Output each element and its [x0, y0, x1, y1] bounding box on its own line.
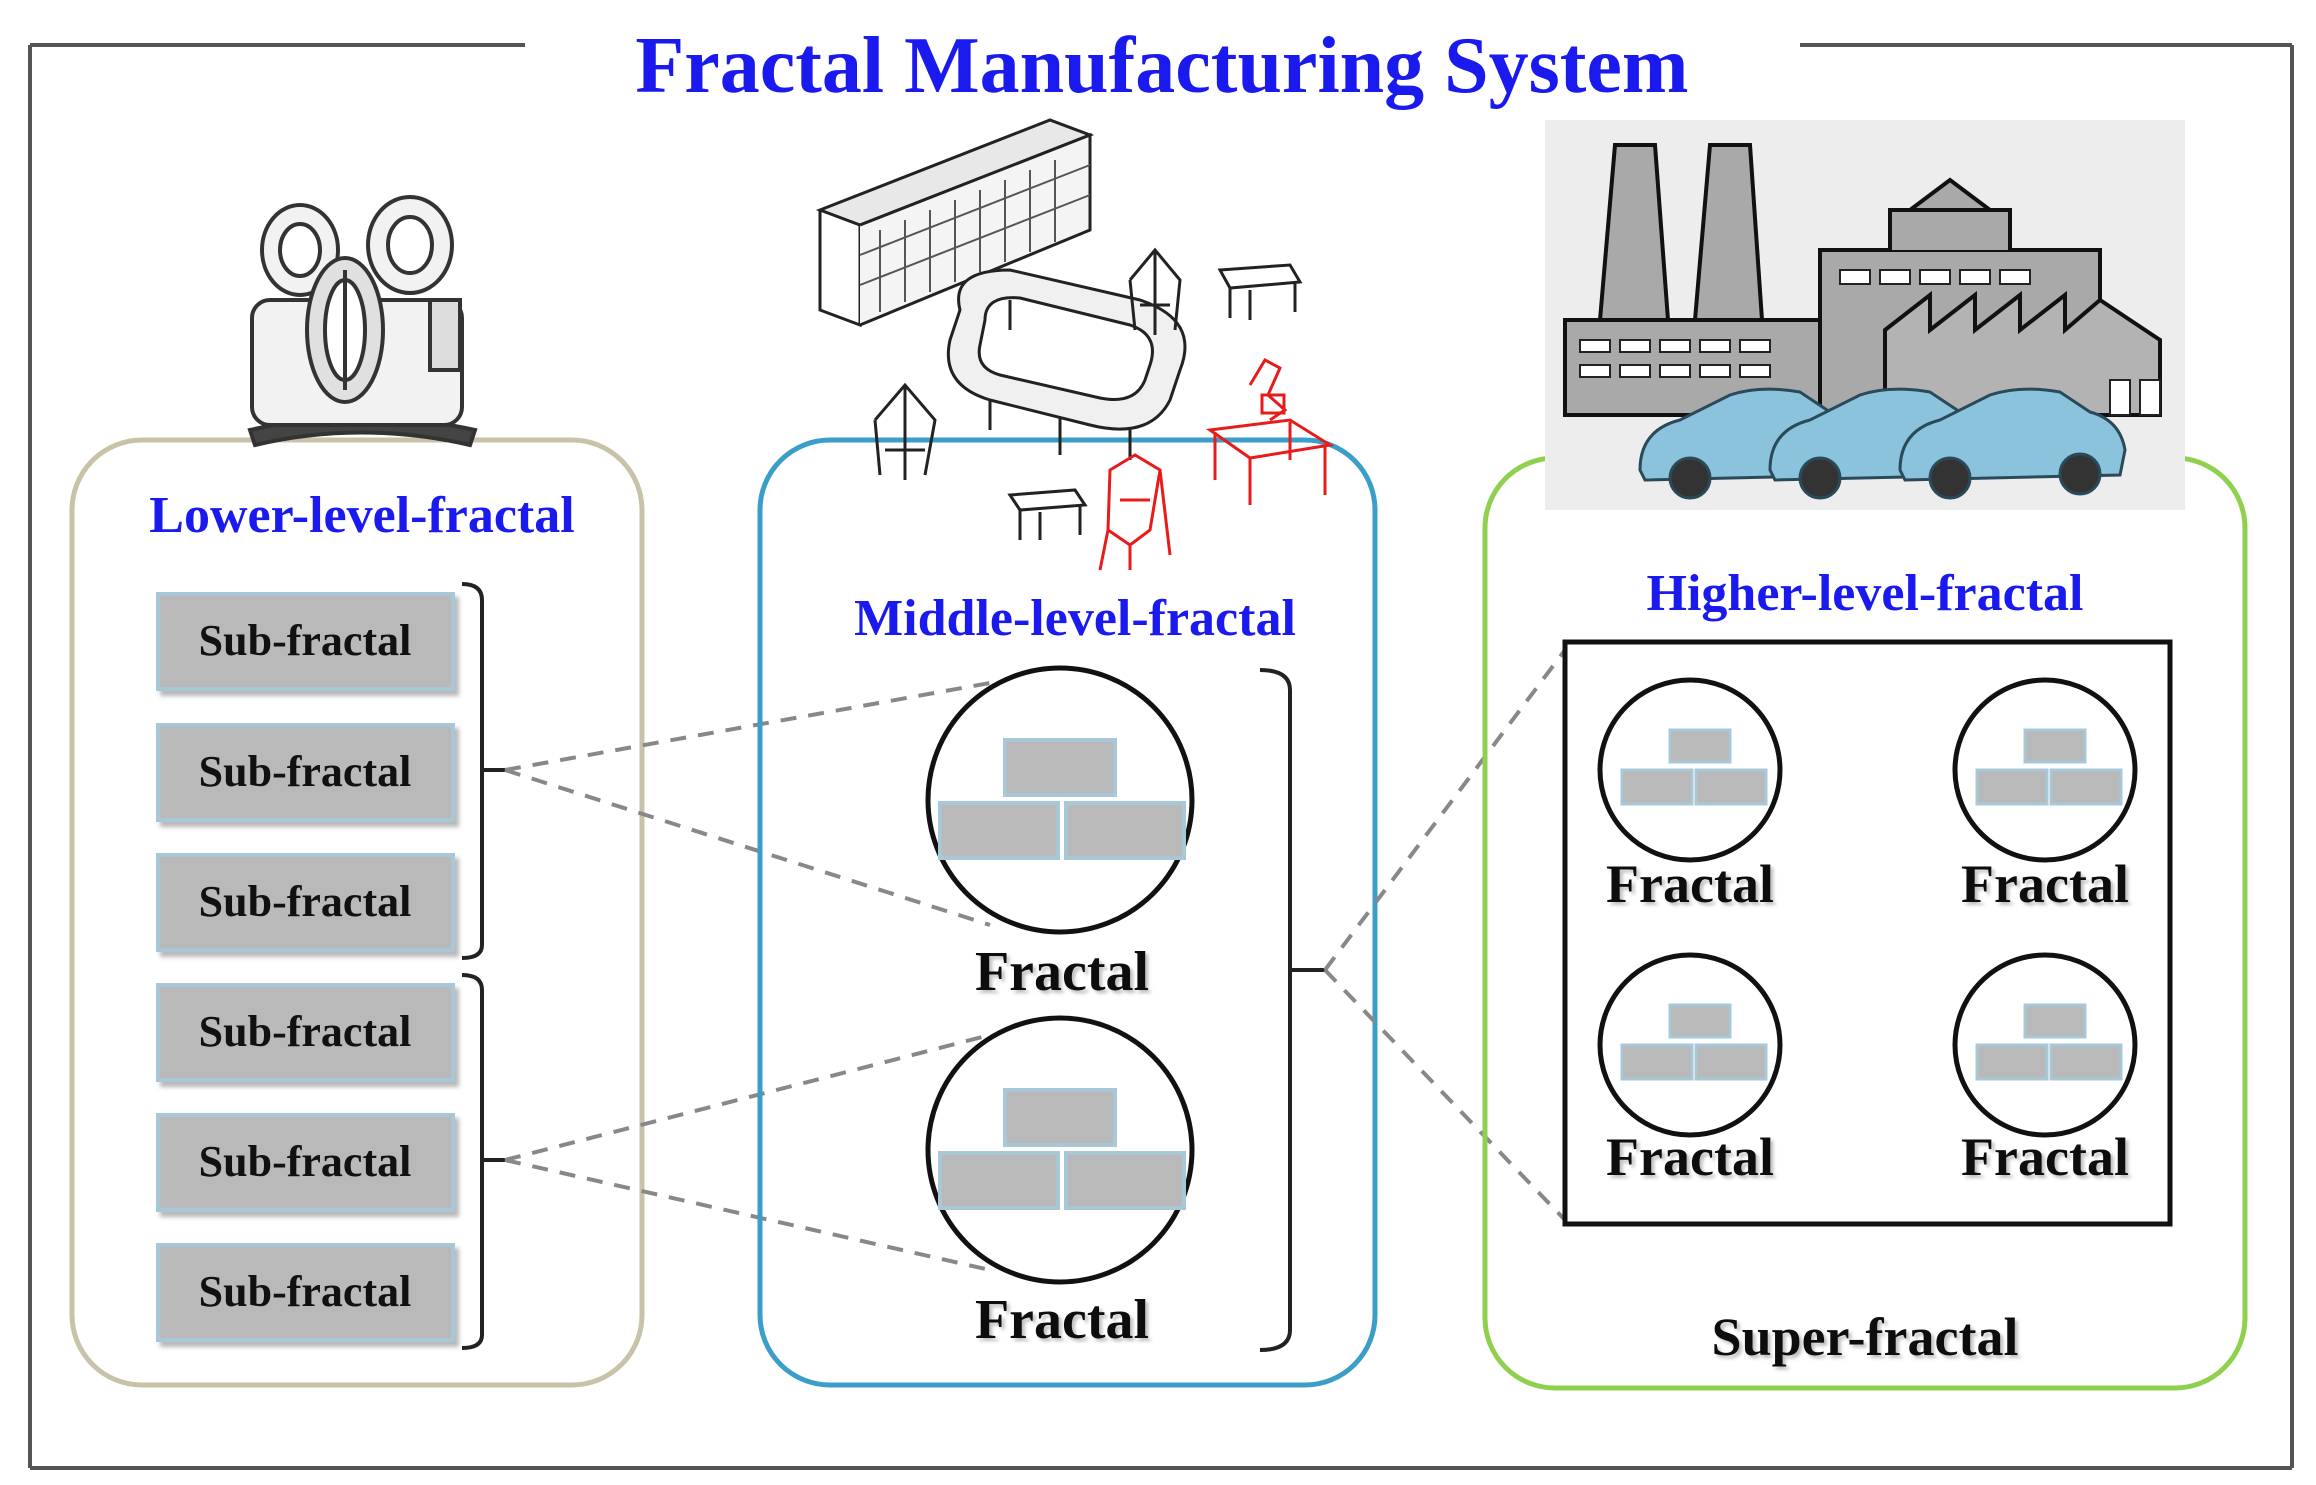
middle-fractal-label: Fractal — [975, 941, 1149, 1003]
middle-fractal-2: Fractal — [925, 1015, 1195, 1351]
sub-fractal-box: Sub-fractal — [156, 1113, 455, 1212]
sub-fractal-box: Sub-fractal — [156, 983, 455, 1082]
super-fractal-box — [1562, 639, 2173, 1227]
sub-fractal-box: Sub-fractal — [156, 723, 455, 822]
higher-fractal-label: Fractal — [1961, 854, 2129, 914]
middle-fractal-1: Fractal — [925, 665, 1195, 1003]
higher-fractal-3: Fractal — [1597, 952, 1783, 1187]
lower-bracket-top — [461, 582, 505, 960]
middle-fractal-label: Fractal — [975, 1289, 1149, 1351]
super-fractal-label: Super-fractal — [1712, 1307, 2019, 1367]
higher-fractal-label: Fractal — [1606, 1127, 1774, 1187]
sub-fractal-box: Sub-fractal — [156, 1243, 455, 1342]
higher-fractal-label: Fractal — [1606, 854, 1774, 914]
higher-fractal-4: Fractal — [1952, 952, 2138, 1187]
higher-fractal-1: Fractal — [1597, 677, 1783, 914]
middle-to-higher-connectors — [1323, 648, 1567, 1222]
robot-cell-icon — [1098, 358, 1335, 571]
higher-level-label: Higher-level-fractal — [1647, 565, 2084, 622]
higher-fractal-2: Fractal — [1952, 677, 2138, 914]
sub-fractal-label: Sub-fractal — [199, 747, 412, 796]
diagram-title: Fractal Manufacturing System — [635, 22, 1688, 110]
middle-level-label: Middle-level-fractal — [854, 590, 1296, 647]
outer-frame — [28, 43, 2294, 1470]
lower-level-label: Lower-level-fractal — [149, 487, 574, 544]
middle-bracket — [1259, 668, 1325, 1352]
middle-level-panel — [757, 437, 1378, 1388]
factory-icon — [1545, 120, 2185, 510]
sub-fractal-label: Sub-fractal — [199, 616, 412, 665]
higher-fractal-label: Fractal — [1961, 1127, 2129, 1187]
sub-fractal-box: Sub-fractal — [156, 853, 455, 952]
sub-fractal-box: Sub-fractal — [156, 592, 455, 691]
production-line-icon — [815, 118, 1303, 540]
sub-fractal-label: Sub-fractal — [199, 1007, 412, 1056]
sub-fractal-label: Sub-fractal — [199, 1267, 412, 1316]
sub-fractal-list: Sub-fractal Sub-fractal Sub-fractal Sub-… — [156, 592, 455, 1342]
machine-tool-icon — [247, 195, 478, 448]
sub-fractal-label: Sub-fractal — [199, 1137, 412, 1186]
lower-to-middle-connectors — [504, 681, 991, 1272]
lower-bracket-bottom — [461, 973, 505, 1350]
sub-fractal-label: Sub-fractal — [199, 877, 412, 926]
lower-level-panel — [69, 437, 645, 1388]
car-icon — [1638, 387, 2127, 500]
